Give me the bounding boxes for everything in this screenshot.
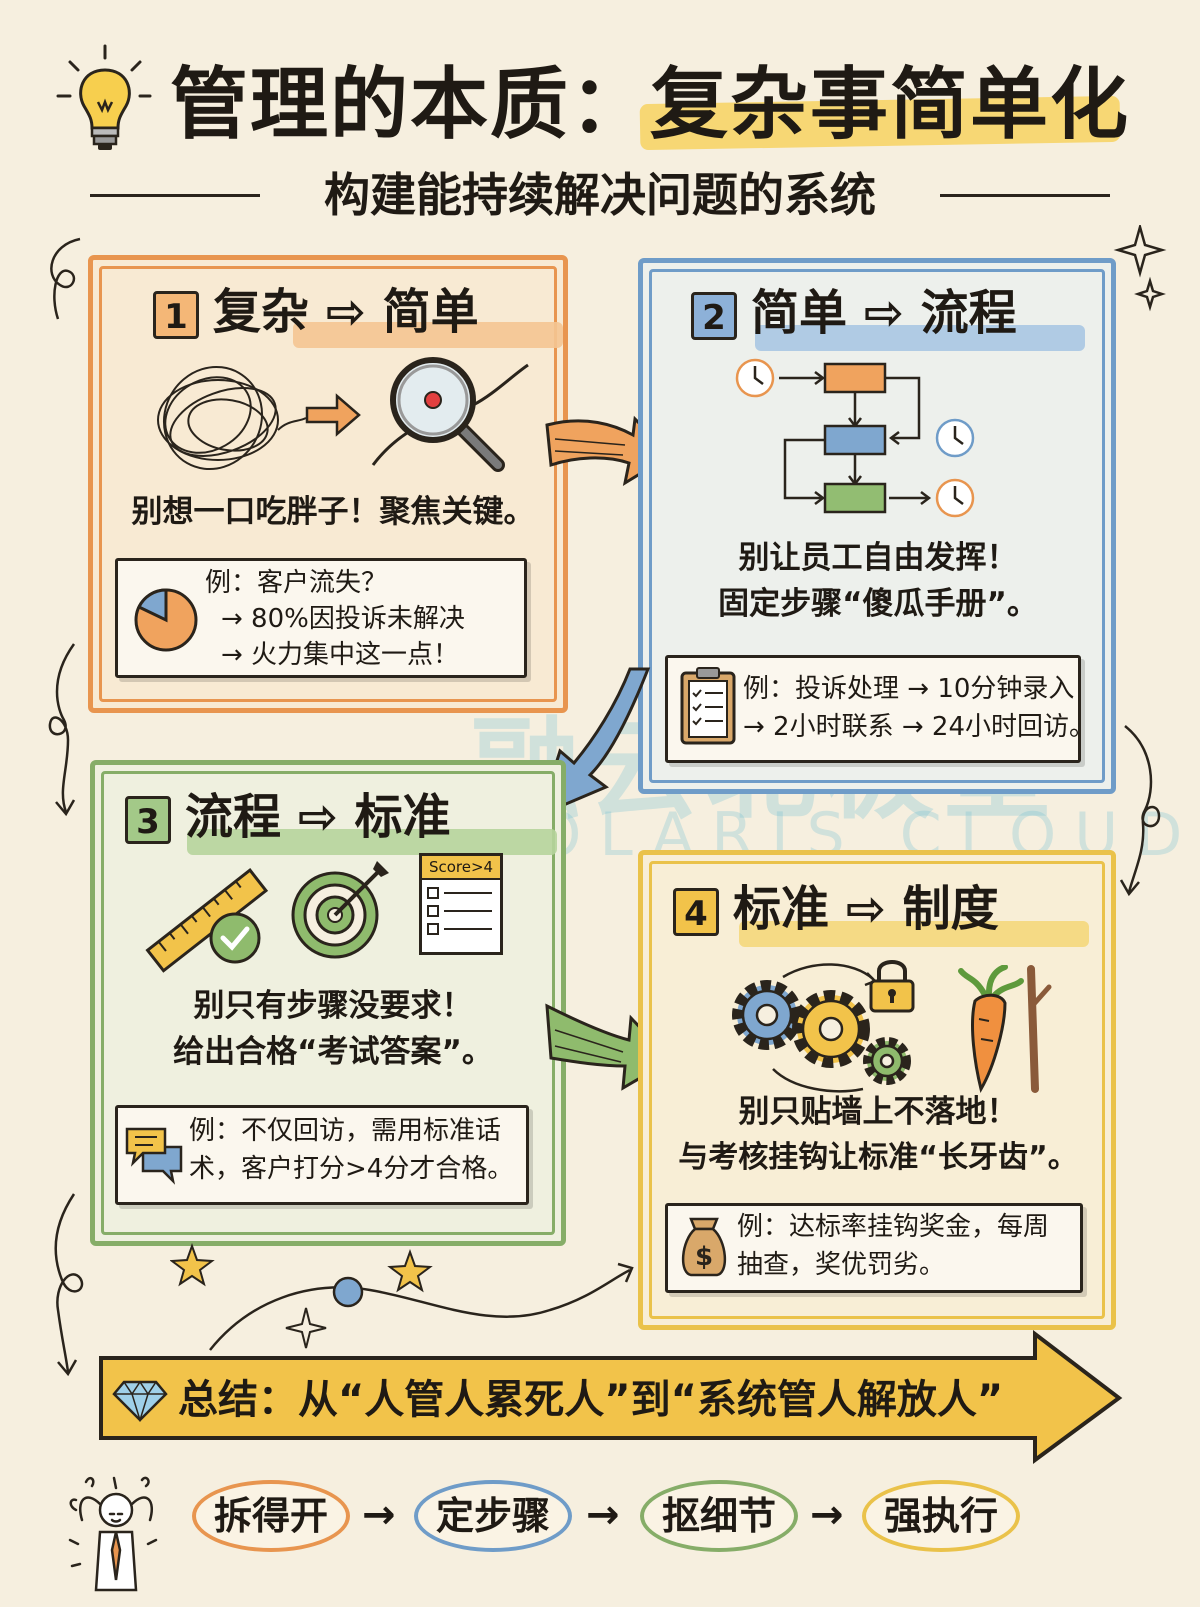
carrot-icon: [958, 965, 1024, 1093]
example-line: 例：不仅回访，需用标准话: [189, 1116, 502, 1146]
curly-arrow-icon: [1119, 725, 1161, 897]
chain-step-1: 拆得开: [192, 1480, 350, 1552]
summary-text: 总结：从“人管人累死人”到“系统管人解放人”: [178, 1377, 1004, 1423]
step-number-1: 1: [153, 291, 199, 339]
example-line: 术，客户打分>4分才合格。: [189, 1154, 514, 1184]
gears-icon: [732, 963, 911, 1093]
check-icon: [209, 912, 261, 964]
padlock-icon: [869, 960, 915, 1013]
target-icon: [291, 861, 389, 959]
lightbulb-icon: [56, 44, 152, 150]
example-line: 例：投诉处理 → 10分钟录入: [743, 674, 1075, 704]
step-text-1: 别想一口吃胖子！聚焦关键。: [131, 494, 535, 530]
chain-arrow: →: [810, 1492, 844, 1538]
tangled-scribble-icon: [157, 365, 307, 471]
step-number-2: 2: [691, 292, 737, 340]
example-box-3: [115, 1105, 529, 1205]
clipboard-checklist-icon: [680, 667, 736, 745]
svg-text:$: $: [695, 1242, 713, 1272]
magnifier-icon: [371, 357, 529, 472]
example-line: 例：达标率挂钩奖金，每周: [737, 1212, 1050, 1242]
page-subtitle: 构建能持续解决问题的系统: [324, 168, 876, 222]
star-decor-icon: [170, 1243, 634, 1351]
step-number-3: 3: [125, 796, 171, 844]
step-text-3: 别只有步骤没要求！ 给出合格“考试答案”。: [173, 988, 493, 1070]
sparkle-icon: [1113, 225, 1167, 312]
subtitle-rule-left: [90, 194, 260, 197]
step-number-4: 4: [673, 888, 719, 936]
stressed-person-icon: [68, 1476, 158, 1592]
chain-step-4: 强执行: [862, 1480, 1020, 1552]
chain-arrow: →: [586, 1492, 620, 1538]
flowchart-icon: [735, 358, 975, 518]
scorecard-label: Score>4: [422, 856, 500, 880]
chain-step-2: 定步骤: [414, 1480, 572, 1552]
ruler-icon: [145, 868, 269, 973]
curly-arrow-icon: [50, 237, 81, 320]
money-bag-icon: $: [682, 1217, 726, 1277]
example-box-1: [115, 558, 527, 678]
arrow-icon: [305, 393, 361, 437]
stick-icon: [1027, 965, 1052, 1093]
example-line: 例：客户流失？: [205, 568, 388, 598]
scorecard-icon: Score>4: [419, 853, 503, 955]
chat-bubbles-icon: [125, 1127, 183, 1185]
chain-arrow: →: [362, 1492, 396, 1538]
curly-arrow-icon: [54, 1193, 84, 1377]
step-text-4: 别只贴墙上不落地！ 与考核挂钩让标准“长牙齿”。: [678, 1094, 1078, 1175]
page-title: 管理的本质：复杂事简单化: [170, 60, 1131, 150]
diamond-icon: [112, 1380, 168, 1422]
example-box-4: [665, 1203, 1083, 1293]
summary-banner: [99, 1330, 1123, 1464]
curly-arrow-icon: [48, 643, 76, 817]
example-line: → 80%因投诉未解决: [221, 604, 465, 634]
example-line: 抽查，奖优罚劣。: [737, 1250, 946, 1280]
chain-step-3: 抠细节: [640, 1480, 798, 1552]
step-text-2: 别让员工自由发挥！ 固定步骤“傻瓜手册”。: [718, 540, 1038, 622]
example-line: → 2小时联系 → 24小时回访。: [743, 712, 1095, 742]
pie-chart-icon: [134, 588, 198, 652]
subtitle-rule-right: [940, 194, 1110, 197]
example-line: → 火力集中这一点！: [221, 640, 460, 670]
